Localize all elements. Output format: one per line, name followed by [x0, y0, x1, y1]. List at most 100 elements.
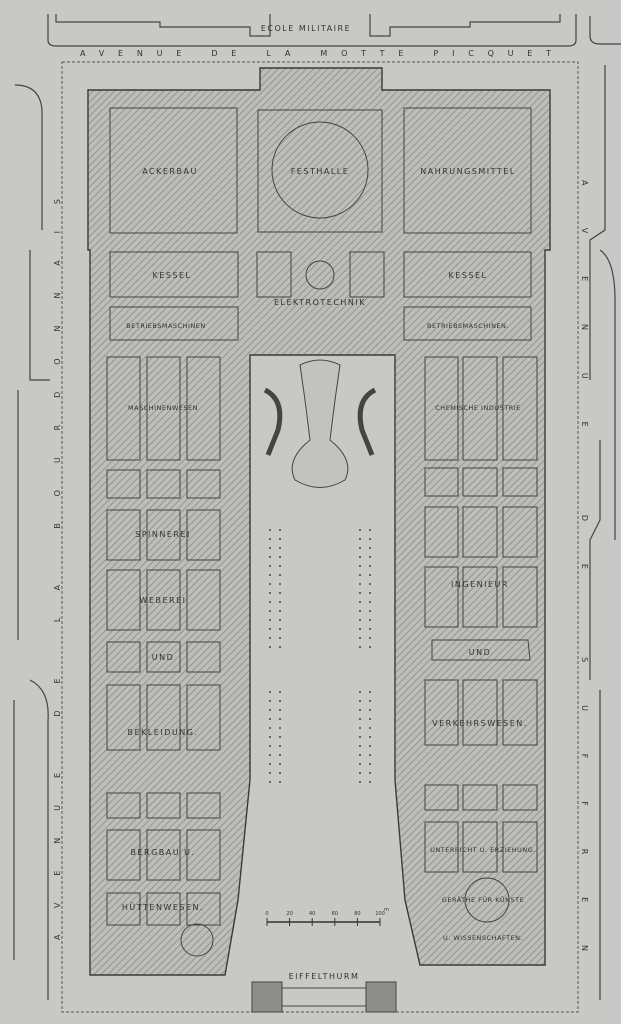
tree-dot: [359, 538, 361, 540]
tree-dot: [369, 700, 371, 702]
tree-dot: [369, 736, 371, 738]
hall-block: [462, 679, 498, 746]
tree-dot: [279, 637, 281, 639]
tree-dot: [279, 565, 281, 567]
tree-dot: [359, 565, 361, 567]
hall-block: [462, 784, 498, 811]
tree-dot: [279, 646, 281, 648]
tree-dot: [269, 565, 271, 567]
hall-block: [106, 892, 141, 926]
ecole-militaire-label: ECOLE MILITAIRE: [261, 24, 351, 33]
scale-tick-label: 0: [265, 911, 268, 917]
label-elektrotechnik: ELEKTROTECHNIK: [274, 298, 366, 307]
tree-dot: [279, 610, 281, 612]
tree-dot: [359, 700, 361, 702]
tree-dot: [359, 772, 361, 774]
hall-block: [462, 821, 498, 873]
tree-dot: [359, 691, 361, 693]
hall-block: [106, 509, 141, 561]
hall-block: [186, 684, 221, 751]
hall-block: [502, 467, 538, 497]
tree-dot: [369, 556, 371, 558]
label-unterricht: UNTERRICHT U. ERZIEHUNG.: [430, 846, 536, 854]
hall-block: [462, 356, 498, 461]
tree-dot: [369, 637, 371, 639]
tree-dot: [359, 736, 361, 738]
tree-dot: [359, 745, 361, 747]
tree-dot: [269, 781, 271, 783]
tree-dot: [359, 637, 361, 639]
eiffel-tower: [251, 981, 397, 1013]
hall-nahrungsmittel: [403, 107, 532, 234]
label-betrieb-left: BETRIEBSMASCHINEN: [126, 322, 205, 330]
tree-rows: [269, 529, 371, 783]
tree-dot: [269, 619, 271, 621]
tree-dot: [369, 592, 371, 594]
street-left-label: AVENUE DE LA BOURDONNAIS: [53, 190, 62, 940]
hall-block: [106, 569, 141, 631]
tree-dot: [279, 592, 281, 594]
label-bekleidung: BEKLEIDUNG.: [128, 728, 199, 737]
scale-tick-label: 20: [286, 911, 292, 917]
hall-block: [424, 679, 459, 746]
scale-tick-label: 80: [354, 911, 360, 917]
hall-block: [146, 829, 181, 881]
tree-dot: [369, 538, 371, 540]
hall-block: [186, 641, 221, 673]
label-ingenieur: INGENIEUR: [451, 580, 509, 589]
hall-block: [146, 469, 181, 499]
tree-dot: [359, 592, 361, 594]
hall-block: [424, 566, 459, 628]
tree-dot: [359, 610, 361, 612]
tree-dot: [369, 745, 371, 747]
hall-block: [186, 829, 221, 881]
tree-dot: [279, 556, 281, 558]
label-chemische: CHEMISCHE INDUSTRIE: [435, 404, 520, 412]
tree-dot: [279, 583, 281, 585]
hall-block: [424, 821, 459, 873]
tree-dot: [359, 583, 361, 585]
hall-block: [106, 641, 141, 673]
tree-dot: [279, 763, 281, 765]
tree-dot: [279, 736, 281, 738]
hall-kessel-right: [403, 251, 532, 298]
hall-block: [462, 506, 498, 558]
label-nahrungsmittel: NAHRUNGSMITTEL: [420, 167, 516, 176]
hall-betrieb-left: [109, 306, 239, 341]
hall-betrieb-right: [403, 306, 532, 341]
tree-dot: [269, 601, 271, 603]
tree-dot: [269, 538, 271, 540]
scale-tick-label: 100: [375, 911, 385, 917]
tree-dot: [279, 781, 281, 783]
tree-dot: [369, 718, 371, 720]
label-kessel-left: KESSEL: [153, 271, 192, 280]
tree-dot: [369, 529, 371, 531]
festhalle-dome: [271, 121, 369, 219]
hall-block: [146, 356, 181, 461]
wing-halls: [106, 356, 538, 957]
tree-dot: [369, 547, 371, 549]
tree-dot: [269, 574, 271, 576]
tree-dot: [279, 547, 281, 549]
tree-dot: [279, 601, 281, 603]
tree-dot: [269, 610, 271, 612]
tree-dot: [359, 718, 361, 720]
hall-block: [146, 641, 181, 673]
tree-dot: [269, 736, 271, 738]
tree-dot: [359, 646, 361, 648]
hall-block: [424, 506, 459, 558]
label-ackerbau: ACKERBAU: [142, 167, 198, 176]
tree-dot: [269, 763, 271, 765]
tree-dot: [269, 709, 271, 711]
garden: [263, 359, 377, 488]
tree-dot: [369, 628, 371, 630]
tree-dot: [269, 718, 271, 720]
label-spinnerei: SPINNEREI: [135, 530, 191, 539]
hall-block: [106, 829, 141, 881]
tree-dot: [269, 700, 271, 702]
tree-dot: [279, 691, 281, 693]
tree-dot: [359, 556, 361, 558]
scale-tick-label: 60: [332, 911, 338, 917]
tree-dot: [279, 538, 281, 540]
tree-dot: [359, 628, 361, 630]
